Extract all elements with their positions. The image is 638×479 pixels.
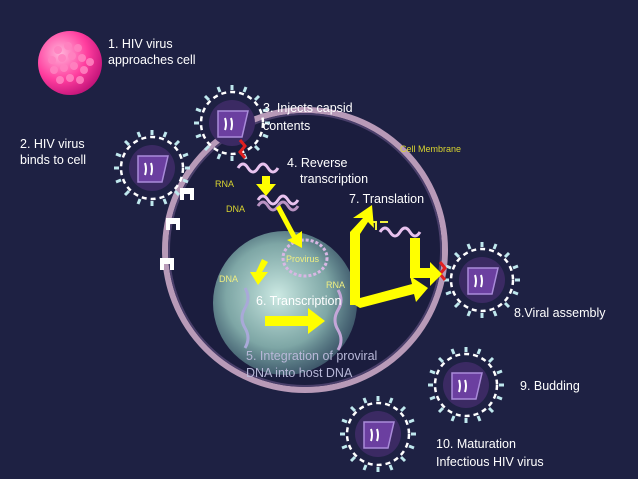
step-5-label-line2: DNA into host DNA	[246, 366, 353, 380]
virus-binding	[112, 128, 192, 208]
step-4-label-line1: 4. Reverse	[287, 156, 347, 170]
step-6-label: 6. Transcription	[256, 294, 342, 308]
step-10-label-line1: 10. Maturation	[436, 437, 516, 451]
step-2-label-line2: binds to cell	[20, 153, 86, 167]
virus-assembling	[442, 240, 522, 320]
provirus-label: Provirus	[286, 254, 320, 264]
step-4-label-line2: transcription	[300, 172, 368, 186]
mrna-strand	[378, 226, 422, 238]
free-virus-ball	[38, 31, 102, 95]
step-1-label-line1: 1. HIV virus	[108, 37, 173, 51]
virus-mature	[338, 394, 418, 474]
fusion-site-right	[438, 261, 447, 281]
dna-strand	[256, 194, 300, 206]
nucleus-dna-label: DNA	[219, 274, 238, 284]
step-10-label-line2: Infectious HIV virus	[436, 455, 544, 469]
step-8-label: 8.Viral assembly	[514, 306, 606, 320]
step-7-label: 7. Translation	[349, 192, 424, 206]
step-9-label: 9. Budding	[520, 379, 580, 393]
virus-budding	[426, 345, 506, 425]
cd4-receptors	[160, 188, 194, 270]
provirus-ring	[281, 238, 329, 278]
step-1-label-line2: approaches cell	[108, 53, 196, 67]
nucleus-rna-label: RNA	[326, 280, 345, 290]
cell-membrane-label: Cell Membrane	[400, 144, 461, 154]
rna-label: RNA	[215, 179, 234, 189]
dna-label: DNA	[226, 204, 245, 214]
rna-strand	[236, 162, 280, 174]
fusion-site-top	[238, 139, 247, 159]
step-3-label-line1: 3. Injects capsid	[263, 101, 353, 115]
step-5-label-line1: 5. Integration of proviral	[246, 349, 377, 363]
arrows	[250, 176, 442, 334]
step-3-label-line2: contents	[263, 119, 310, 133]
step-2-label-line1: 2. HIV virus	[20, 137, 85, 151]
